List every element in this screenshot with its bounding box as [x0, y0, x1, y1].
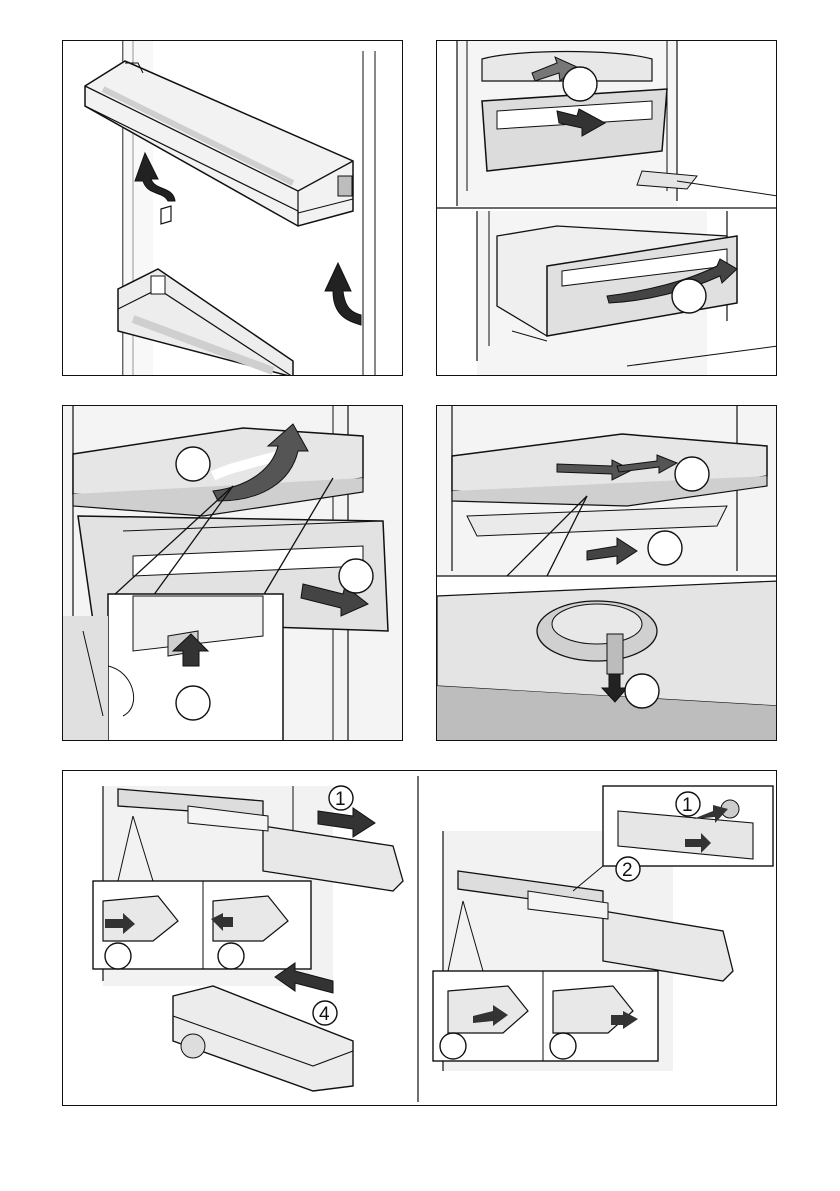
figure-shelf-detach — [436, 405, 777, 741]
figure-telescopic-rails: 1 4 1 2 — [62, 770, 777, 1106]
figure-door-shelf — [62, 40, 403, 376]
figure-glass-shelf-lift — [62, 405, 403, 741]
lift-arrow-icon — [325, 263, 361, 325]
shelf-detach-illustration — [437, 406, 777, 741]
door-shelf-illustration — [63, 41, 403, 376]
step-number-1: 1 — [335, 789, 346, 810]
detail-inset — [108, 594, 283, 741]
drawer-removal-illustration — [437, 41, 777, 376]
rails-illustration: 1 4 1 2 — [63, 771, 777, 1106]
step-number-1: 1 — [682, 795, 693, 816]
step-number-2: 2 — [622, 860, 633, 881]
figure-drawer-removal — [436, 40, 777, 376]
glass-shelf-illustration — [63, 406, 403, 741]
step-number-4: 4 — [319, 1004, 330, 1025]
